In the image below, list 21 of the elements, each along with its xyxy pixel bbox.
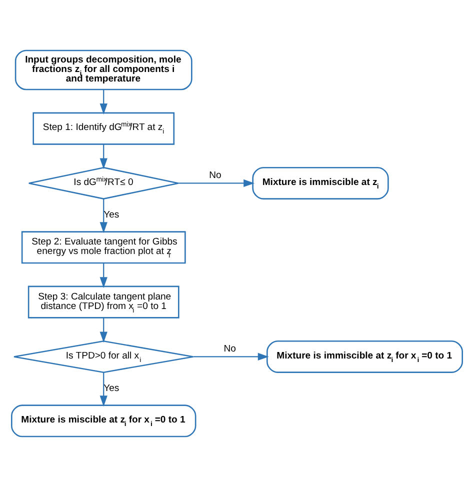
node-box: Step 1: Identify dG$^{mix}$/RT at z$_{i}$: [32, 112, 175, 144]
arrow: [193, 352, 269, 360]
arrow: [100, 198, 108, 233]
node-box: Mixture is immiscible at z$_{i}$: [252, 166, 389, 199]
arrow: [100, 262, 108, 288]
edge-label: Yes: [104, 382, 120, 394]
node-diamond: Is TPD>0 for all x$_{i}$: [13, 340, 194, 372]
node-diamond: Is dG$^{mix}$/RT≤ 0: [28, 166, 180, 199]
arrow: [100, 89, 108, 114]
node-box: Mixture is miscible at z$_{i}$ for x$_{i}$ =0 to 1: [11, 404, 196, 437]
edge-label: Yes: [104, 209, 120, 220]
arrow: [100, 372, 108, 406]
arrow: [100, 317, 108, 342]
node-box: Step 3: Calculate tangent plane distance (TPD) from x$_{i}$ =0 to 1: [28, 285, 180, 318]
arrow: [178, 178, 255, 187]
node-box: Step 2: Evaluate tangent for Gibbs energy vs mole fraction plot at z$_{i}$: [21, 230, 186, 264]
node-box: Mixture is immiscible at z$_{i}$ for x$_{i}$ =0 to 1: [266, 340, 463, 372]
arrow: [100, 144, 108, 169]
edge-label: No: [209, 169, 222, 180]
edge-label: No: [224, 342, 236, 354]
node-box: Input groups decomposition, mole fractions z$_{i}$ for all components i and temperature: [14, 49, 192, 90]
